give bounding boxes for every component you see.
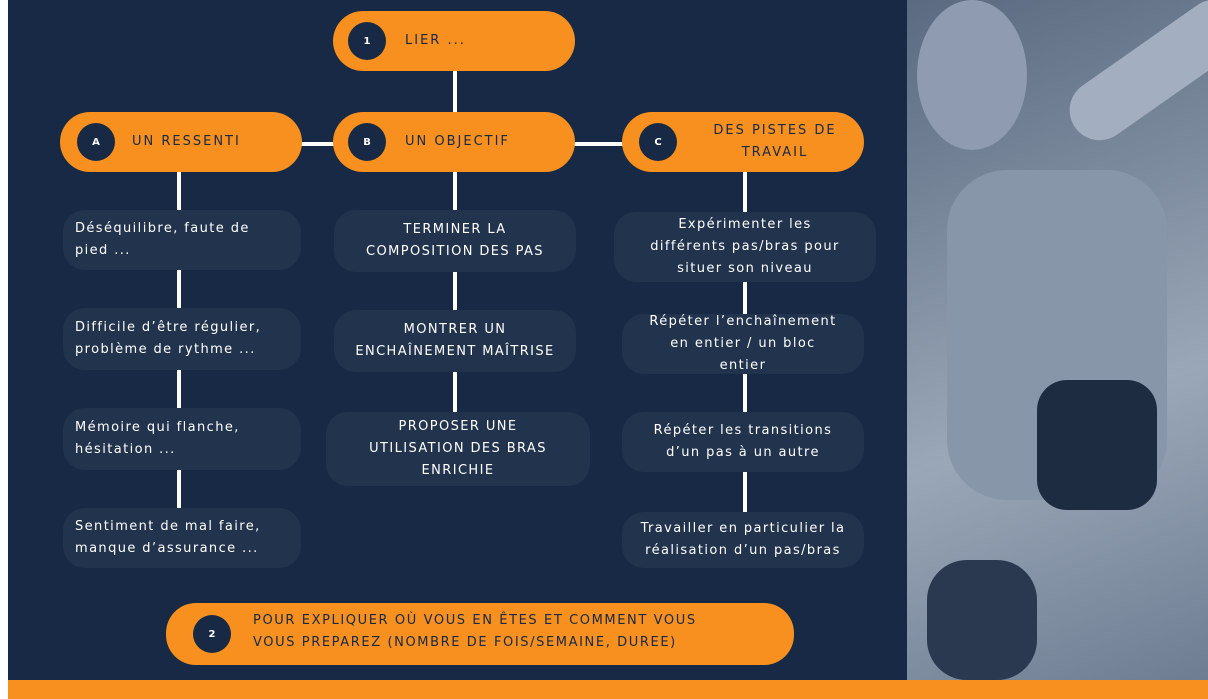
step-1-badge: 1 bbox=[348, 22, 386, 60]
feeling-item: Déséquilibre, faute de pied ... bbox=[63, 210, 301, 270]
connector-line bbox=[177, 470, 181, 508]
objective-item-text: MONTRER UN ENCHAÎNEMENT MAÎTRISE bbox=[355, 322, 555, 359]
column-c-header: C DES PISTES DE TRAVAIL bbox=[622, 112, 864, 172]
feeling-item-text: Mémoire qui flanche, hésitation ... bbox=[75, 420, 240, 457]
dancer-head bbox=[917, 0, 1027, 150]
track-item-text: Travailler en particulier la réalisation… bbox=[640, 521, 846, 558]
feeling-item: Sentiment de mal faire, manque d’assuran… bbox=[63, 508, 301, 568]
column-c-badge: C bbox=[639, 123, 677, 161]
track-item: Répéter les transitions d’un pas à un au… bbox=[622, 412, 864, 472]
connector-line bbox=[453, 372, 457, 412]
connector-line bbox=[300, 142, 334, 146]
objective-item: PROPOSER UNE UTILISATION DES BRAS ENRICH… bbox=[326, 412, 590, 486]
bottom-accent-bar bbox=[8, 680, 1208, 699]
dancer-photo bbox=[907, 0, 1208, 680]
feeling-item-text: Sentiment de mal faire, manque d’assuran… bbox=[75, 519, 261, 556]
connector-line bbox=[743, 374, 747, 412]
connector-line bbox=[453, 172, 457, 210]
connector-line bbox=[453, 272, 457, 310]
connector-line bbox=[177, 172, 181, 210]
column-b-badge: B bbox=[348, 123, 386, 161]
feeling-item: Difficile d’être régulier, problème de r… bbox=[63, 308, 301, 370]
dancer-arm bbox=[1057, 0, 1208, 152]
feeling-item-text: Déséquilibre, faute de pied ... bbox=[75, 221, 250, 258]
step-1-label: LIER ... bbox=[405, 33, 466, 48]
objective-item-text: TERMINER LA COMPOSITION DES PAS bbox=[366, 222, 544, 259]
step-2-badge: 2 bbox=[193, 615, 231, 653]
column-b-title: UN OBJECTIF bbox=[405, 134, 510, 149]
objective-item: MONTRER UN ENCHAÎNEMENT MAÎTRISE bbox=[334, 310, 576, 372]
dancer-shoe bbox=[927, 560, 1037, 680]
track-item-text: Expérimenter les différents pas/bras pou… bbox=[650, 217, 840, 276]
column-a-header: A UN RESSENTI bbox=[60, 112, 302, 172]
connector-line bbox=[743, 282, 747, 314]
track-item: Travailler en particulier la réalisation… bbox=[622, 512, 864, 568]
connector-line bbox=[177, 370, 181, 408]
connector-line bbox=[743, 172, 747, 212]
track-item: Répéter l’enchaînement en entier / un bl… bbox=[622, 314, 864, 374]
track-item-text: Répéter les transitions d’un pas à un au… bbox=[653, 423, 833, 460]
connector-line bbox=[574, 142, 624, 146]
track-item-text: Répéter l’enchaînement en entier / un bl… bbox=[649, 314, 837, 373]
track-item: Expérimenter les différents pas/bras pou… bbox=[614, 212, 876, 282]
connector-line bbox=[453, 70, 457, 112]
feeling-item-text: Difficile d’être régulier, problème de r… bbox=[75, 320, 262, 357]
objective-item: TERMINER LA COMPOSITION DES PAS bbox=[334, 210, 576, 272]
step-2-label: POUR EXPLIQUER OÙ VOUS EN ÊTES ET COMMEN… bbox=[253, 613, 697, 650]
step-1-pill: 1 LIER ... bbox=[333, 11, 575, 71]
dancer-shorts bbox=[1037, 380, 1157, 510]
step-2-pill: 2 POUR EXPLIQUER OÙ VOUS EN ÊTES ET COMM… bbox=[166, 603, 794, 665]
objective-item-text: PROPOSER UNE UTILISATION DES BRAS ENRICH… bbox=[369, 419, 547, 478]
connector-line bbox=[743, 472, 747, 512]
feeling-item: Mémoire qui flanche, hésitation ... bbox=[63, 408, 301, 470]
column-a-badge: A bbox=[77, 123, 115, 161]
column-a-title: UN RESSENTI bbox=[132, 134, 241, 149]
column-c-title: DES PISTES DE TRAVAIL bbox=[713, 123, 837, 160]
column-b-header: B UN OBJECTIF bbox=[333, 112, 575, 172]
connector-line bbox=[177, 270, 181, 308]
